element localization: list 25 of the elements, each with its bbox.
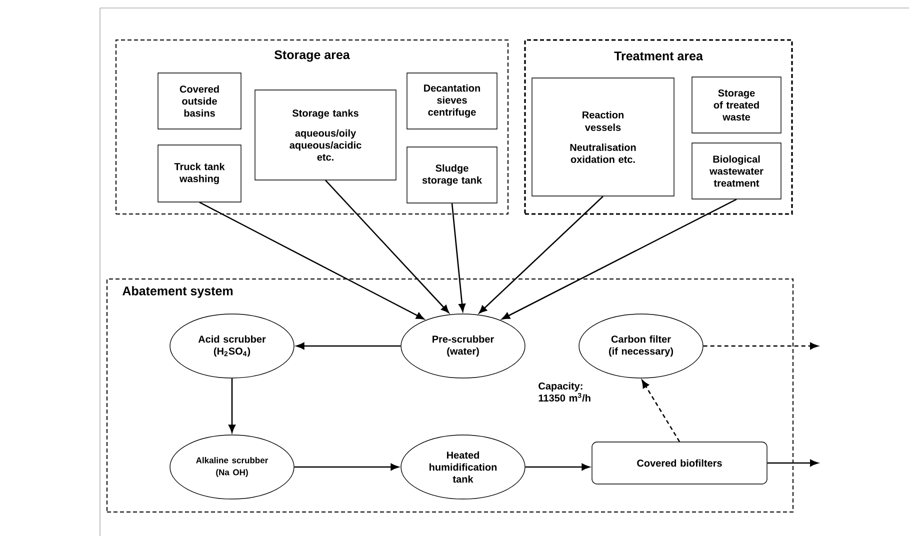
arrow [525, 464, 590, 470]
area-title: Abatement system [122, 286, 233, 298]
arrow [767, 460, 818, 466]
area-title: Treatment area [614, 52, 704, 60]
process-box: Storage tanks aqueous/oily aqueous/acidic etc. [254, 90, 396, 180]
area-title: Storage area [274, 50, 350, 62]
arrow [478, 196, 604, 314]
arrow [451, 203, 466, 312]
process-box: Sludge storage tank [406, 146, 498, 204]
process-box: Truck tank washing [158, 144, 242, 202]
process-box: Decantation sieves centrifuge [406, 72, 498, 130]
arrow [199, 202, 424, 320]
process-box: Reaction vessels Neutralisation oxidation etc. [532, 78, 674, 196]
biofilter-box: Covered biofilters [592, 442, 768, 484]
arrow [642, 380, 680, 442]
arrow [228, 378, 236, 433]
arrow [502, 198, 737, 320]
arrow [294, 464, 399, 470]
arrow [703, 342, 818, 350]
capacity-note: Capacity: 11350 m$^{3}$/h [538, 382, 590, 402]
process-box: Biological wastewater treatment [692, 142, 782, 200]
arrow [296, 342, 401, 350]
process-box: Covered outside basins [158, 72, 242, 130]
arrow [325, 180, 450, 314]
process-box: Storage of treated waste [692, 76, 782, 134]
